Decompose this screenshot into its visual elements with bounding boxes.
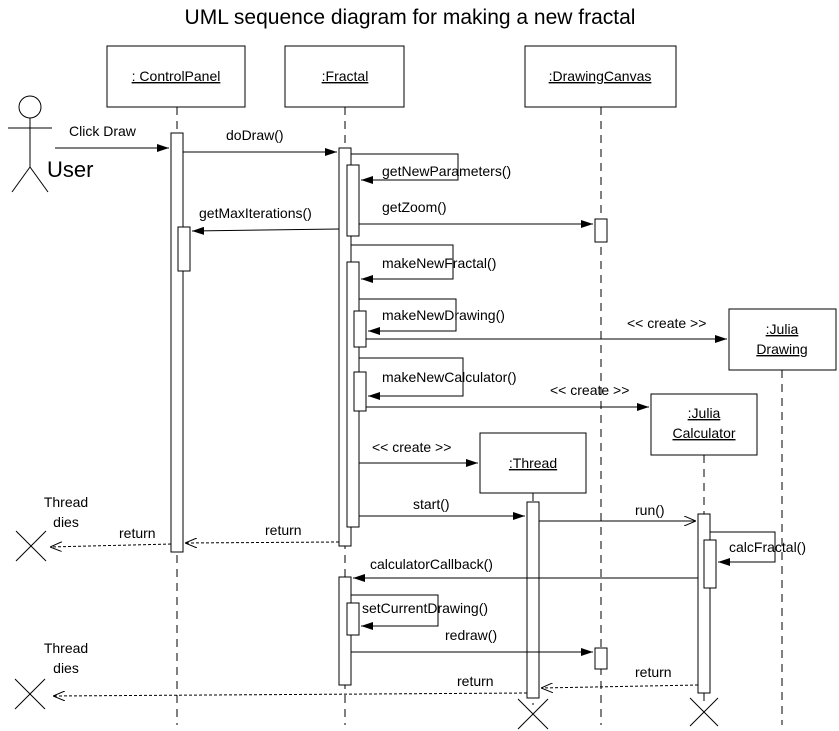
svg-text:return: return (635, 664, 672, 680)
svg-text:<< create >>: << create >> (550, 382, 629, 398)
svg-text:Calculator: Calculator (672, 425, 735, 441)
svg-text:getNewParameters(): getNewParameters() (382, 163, 511, 179)
message-redraw: redraw() (351, 627, 593, 656)
participant-drawing-canvas: :DrawingCanvas (524, 45, 677, 108)
svg-text:<< create >>: << create >> (627, 315, 706, 331)
activation-control-panel (170, 132, 184, 553)
svg-text:dies: dies (53, 660, 79, 676)
svg-text:return: return (265, 522, 302, 538)
svg-text:calcFractal(): calcFractal() (729, 539, 806, 555)
message-return-control-panel: return (50, 525, 172, 547)
user-actor-figure (8, 95, 52, 193)
activation-fractal-make-new-calculator (353, 371, 367, 412)
message-create-julia-calculator: << create >> (366, 382, 649, 411)
activation-drawing-canvas-redraw (594, 647, 608, 670)
message-run: run() (539, 502, 696, 521)
svg-text::Julia: :Julia (688, 405, 721, 421)
svg-text::Thread: :Thread (509, 455, 557, 471)
destroy-mark-control (15, 530, 47, 562)
participant-thread: :Thread (479, 432, 587, 494)
svg-text:Thread: Thread (44, 640, 88, 656)
destroy-mark-thread (517, 698, 549, 730)
message-calc-fractal: calcFractal() (710, 531, 806, 566)
participant-fractal: :Fractal (284, 45, 405, 108)
svg-text:run(): run() (635, 502, 665, 518)
message-click-draw: Click Draw (55, 123, 169, 152)
participant-julia-calculator: :Julia Calculator (650, 393, 758, 456)
svg-text:<< create >>: << create >> (372, 439, 451, 455)
message-create-thread: << create >> (359, 439, 478, 467)
participant-control-panel: : ControlPanel (106, 45, 246, 108)
message-do-draw: doDraw() (183, 127, 337, 156)
message-get-max-iterations: getMaxIterations() (191, 205, 340, 235)
destroy-mark-thread-end (14, 678, 46, 710)
activation-julia-calculator-nested (703, 539, 717, 589)
message-get-zoom: getZoom() (359, 199, 593, 228)
message-make-new-drawing: makeNewDrawing() (359, 298, 505, 335)
svg-text:start(): start() (413, 496, 450, 512)
svg-text::Fractal: :Fractal (322, 68, 369, 84)
svg-text:Drawing: Drawing (756, 341, 807, 357)
svg-text:return: return (119, 525, 156, 541)
activation-thread (526, 501, 540, 699)
activation-fractal-make-new-drawing (353, 310, 367, 348)
svg-text:calculatorCallback(): calculatorCallback() (370, 556, 493, 572)
diagram-title: UML sequence diagram for making a new fr… (185, 6, 636, 29)
message-return-thread: return (53, 673, 528, 696)
message-calculator-callback: calculatorCallback() (353, 556, 698, 582)
message-get-new-parameters: getNewParameters() (351, 153, 511, 184)
svg-text:doDraw(): doDraw() (226, 127, 284, 143)
message-start: start() (359, 496, 525, 520)
note-thread-dies-1: Thread dies (44, 494, 88, 530)
svg-text::Julia: :Julia (766, 321, 799, 337)
svg-text:dies: dies (53, 514, 79, 530)
svg-text:setCurrentDrawing(): setCurrentDrawing() (362, 600, 488, 616)
svg-text:makeNewCalculator(): makeNewCalculator() (382, 369, 517, 385)
user-actor-label: User (47, 157, 93, 182)
message-return-fractal: return (185, 522, 340, 543)
participant-julia-drawing: :Julia Drawing (728, 308, 837, 371)
svg-text:Click Draw: Click Draw (69, 123, 137, 139)
message-return-calculator: return (541, 664, 699, 688)
message-create-julia-drawing: << create >> (366, 315, 727, 343)
note-thread-dies-2: Thread dies (44, 640, 88, 676)
svg-text:return: return (457, 673, 494, 689)
svg-text:Thread: Thread (44, 494, 88, 510)
svg-text::DrawingCanvas: :DrawingCanvas (549, 68, 652, 84)
message-set-current-drawing: setCurrentDrawing() (351, 594, 488, 630)
svg-text:getMaxIterations(): getMaxIterations() (199, 205, 312, 221)
activation-fractal-set-current-drawing (346, 602, 360, 636)
activation-control-panel-nested (177, 226, 191, 272)
message-make-new-fractal: makeNewFractal() (351, 244, 496, 283)
destroy-mark-julia-calculator (689, 697, 719, 727)
svg-text:redraw(): redraw() (445, 627, 497, 643)
message-make-new-calculator: makeNewCalculator() (359, 357, 517, 400)
svg-text:makeNewFractal(): makeNewFractal() (382, 255, 496, 271)
svg-text:: ControlPanel: : ControlPanel (132, 68, 221, 84)
svg-text:getZoom(): getZoom() (382, 199, 447, 215)
activation-fractal-parameters (346, 164, 360, 237)
activation-drawing-canvas-zoom (594, 218, 608, 243)
svg-text:makeNewDrawing(): makeNewDrawing() (382, 307, 505, 323)
